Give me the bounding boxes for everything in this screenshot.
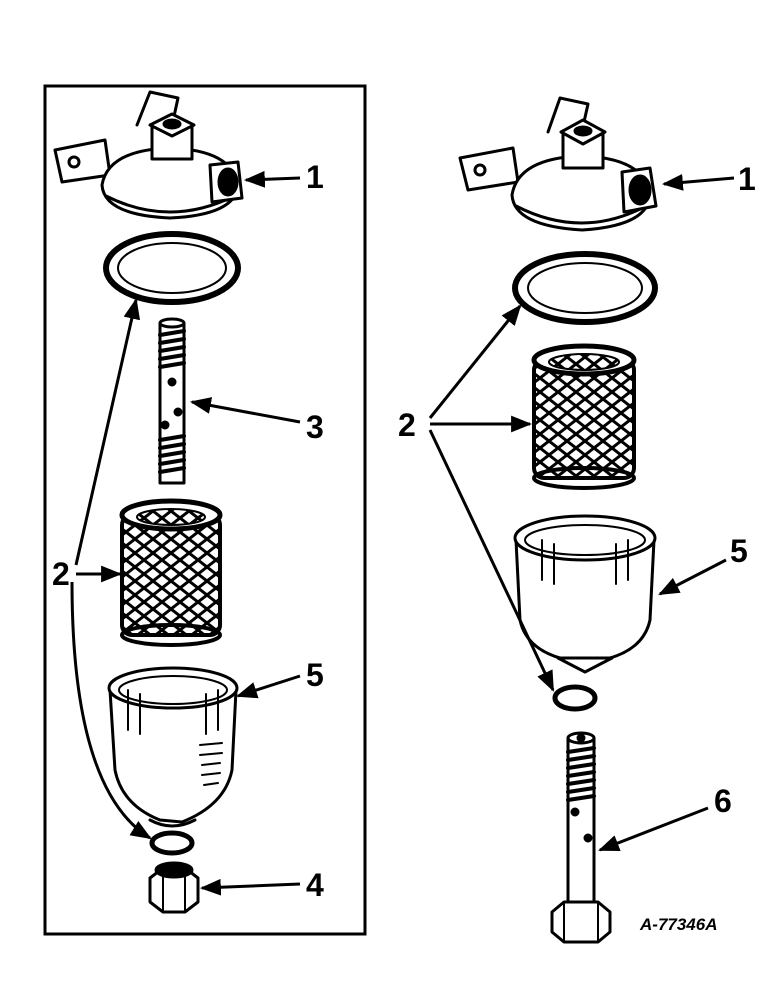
left-bowl-gasket xyxy=(103,231,241,305)
left-callout-3: 3 xyxy=(306,409,324,445)
left-bowl-head xyxy=(53,90,244,220)
right-callout-6: 6 xyxy=(714,783,732,819)
right-callout-1: 1 xyxy=(738,161,756,197)
left-assembly-frame xyxy=(43,84,367,936)
right-callout-2: 2 xyxy=(398,407,416,443)
figure-reference-code: A-77346A xyxy=(639,915,718,934)
right-callout-5: 5 xyxy=(730,533,748,569)
left-callout-2: 2 xyxy=(52,556,70,592)
right-leader-lines xyxy=(428,174,735,852)
left-callout-1: 1 xyxy=(306,159,324,195)
left-center-tube xyxy=(158,317,186,485)
left-callout-5: 5 xyxy=(306,657,324,693)
right-bowl-head xyxy=(458,96,658,232)
left-nut xyxy=(148,861,200,914)
right-small-gasket xyxy=(552,684,598,712)
left-bowl xyxy=(107,666,239,828)
right-center-bolt xyxy=(550,731,612,944)
left-leader-lines xyxy=(70,170,301,896)
left-filter-element xyxy=(119,498,223,647)
right-bowl-gasket xyxy=(512,251,658,325)
right-filter-element xyxy=(531,343,637,490)
left-callout-4: 4 xyxy=(306,867,324,903)
right-bowl xyxy=(513,514,657,674)
left-small-gasket xyxy=(149,830,195,856)
